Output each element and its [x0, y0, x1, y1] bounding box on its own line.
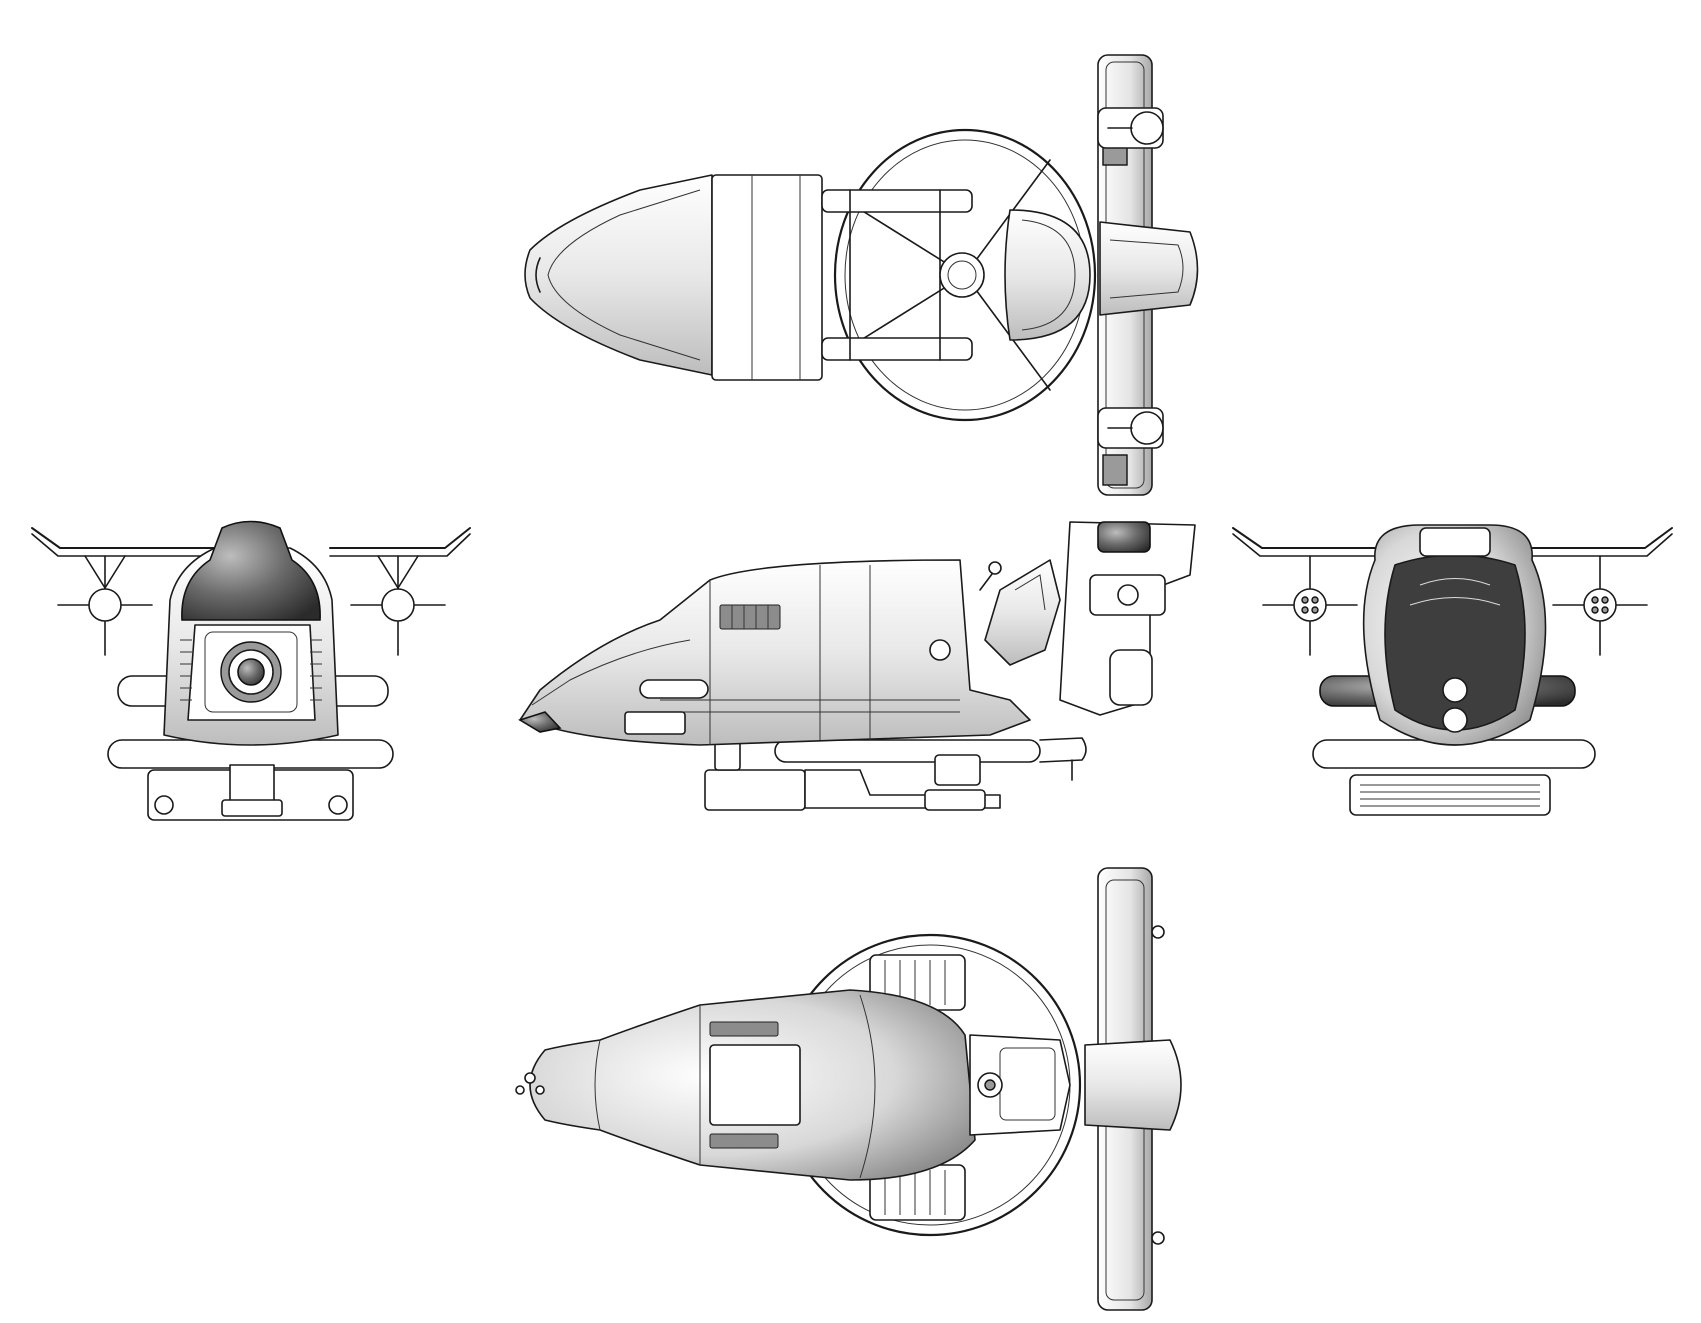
bottom-cockpit — [969, 1034, 1071, 1136]
front-wing — [31, 527, 471, 549]
top-tail-stub — [1099, 221, 1199, 316]
rear-step-plate — [1349, 774, 1551, 816]
top-hinge-upper — [1097, 107, 1164, 149]
side-skid — [774, 739, 1041, 763]
front-view — [31, 520, 471, 821]
top-rotor-ring — [833, 128, 1097, 422]
side-seat — [984, 559, 1061, 666]
top-fuselage — [711, 174, 823, 381]
side-tail-light — [1097, 521, 1151, 553]
top-hinge-lower — [1097, 407, 1164, 449]
top-nose — [524, 174, 713, 376]
rear-exhaust — [1442, 677, 1468, 733]
bottom-nose-cap — [515, 1072, 545, 1095]
rear-right-prop — [1552, 555, 1648, 656]
top-rotor-hub — [939, 252, 985, 298]
rear-left-prop — [1262, 555, 1358, 656]
front-canopy — [181, 520, 321, 621]
bottom-vents-lower — [709, 1133, 779, 1149]
side-nose-tip — [518, 711, 562, 733]
side-vents — [719, 604, 781, 630]
front-left-prop — [57, 555, 153, 656]
front-engine-gear — [220, 641, 282, 703]
bottom-frame-lower — [869, 1164, 966, 1221]
top-view — [524, 54, 1199, 496]
side-fuselage — [519, 559, 1031, 746]
bottom-vents-upper — [709, 1021, 779, 1037]
bottom-view — [515, 867, 1182, 1311]
rear-wing — [1232, 527, 1673, 549]
side-tail — [1059, 521, 1196, 716]
rear-view — [1232, 524, 1673, 816]
front-right-prop — [350, 555, 446, 656]
top-cockpit — [1004, 209, 1091, 341]
side-view — [518, 521, 1196, 811]
